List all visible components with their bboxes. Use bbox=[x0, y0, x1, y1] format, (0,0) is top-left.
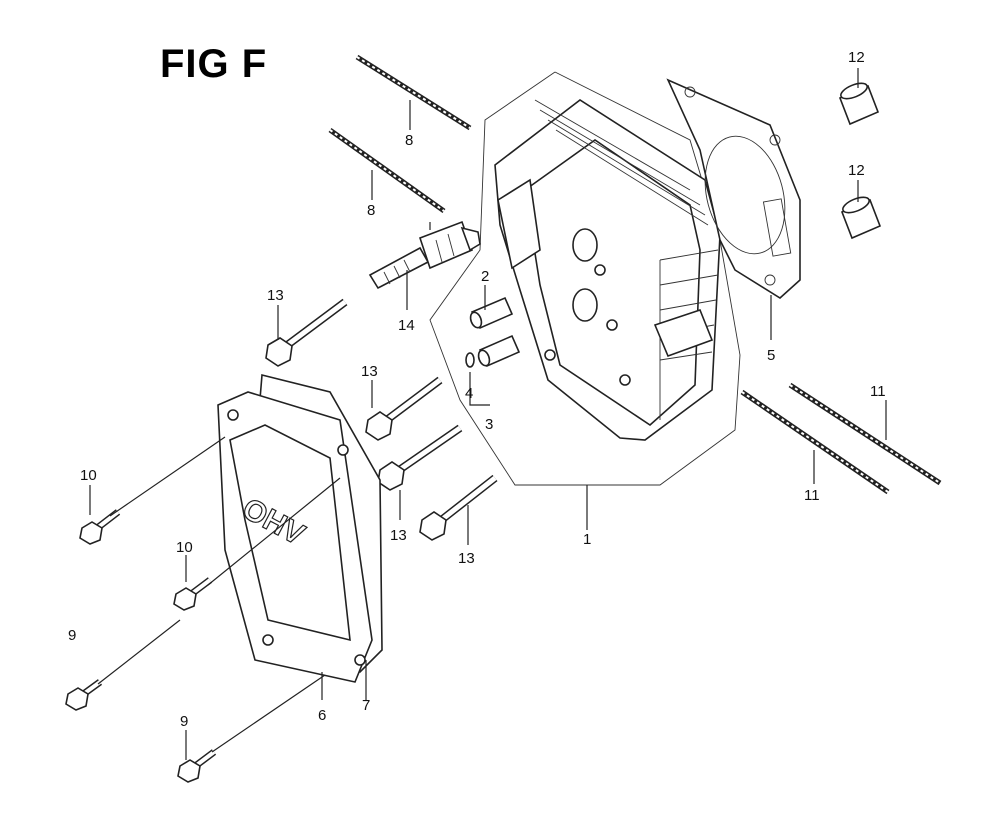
callout-labels: 1 2 3 4 5 6 7 8 8 9 9 10 10 11 11 12 12 … bbox=[68, 49, 886, 730]
callout-1: 1 bbox=[583, 531, 591, 548]
bolt-13-d bbox=[419, 474, 498, 541]
spark-plug-14 bbox=[368, 220, 481, 290]
callout-9-lower: 9 bbox=[180, 713, 188, 730]
callout-13-c: 13 bbox=[390, 527, 407, 544]
callout-9-upper: 9 bbox=[68, 627, 76, 644]
bolt-9-upper bbox=[65, 679, 103, 711]
callout-8-upper: 8 bbox=[405, 132, 413, 149]
callout-13-d: 13 bbox=[458, 550, 475, 567]
stud-8-upper bbox=[355, 54, 472, 131]
callout-14: 14 bbox=[398, 317, 415, 334]
callout-10-upper: 10 bbox=[80, 467, 97, 484]
dowel-pin-12-lower bbox=[840, 196, 882, 240]
stud-11-lower bbox=[740, 389, 890, 495]
callout-7: 7 bbox=[362, 697, 370, 714]
dowel-pin-12-upper bbox=[838, 82, 880, 126]
callout-4: 4 bbox=[465, 385, 473, 402]
bolt-13-c bbox=[377, 424, 463, 491]
bolt-9-lower bbox=[177, 749, 217, 783]
callout-3: 3 bbox=[485, 416, 493, 433]
figure-title: FIG F bbox=[160, 42, 268, 86]
stud-8-lower bbox=[328, 127, 446, 214]
stud-11-upper bbox=[788, 382, 942, 486]
callout-11-upper: 11 bbox=[870, 383, 886, 400]
callout-13-a: 13 bbox=[267, 287, 284, 304]
cylinder-head-1 bbox=[494, 99, 721, 441]
head-gasket-5 bbox=[666, 78, 801, 299]
callout-11-lower: 11 bbox=[804, 487, 820, 504]
o-ring-4 bbox=[465, 352, 475, 368]
callout-8-lower: 8 bbox=[367, 202, 375, 219]
bolt-13-b bbox=[365, 376, 443, 441]
callout-12-lower: 12 bbox=[848, 162, 865, 179]
bolt-10-lower bbox=[173, 577, 213, 611]
callout-13-b: 13 bbox=[361, 363, 378, 380]
callout-12-upper: 12 bbox=[848, 49, 865, 66]
bolt-13-a bbox=[265, 298, 348, 367]
valve-cover-6: OHV bbox=[217, 391, 373, 683]
callout-10-lower: 10 bbox=[176, 539, 193, 556]
leader-lines bbox=[89, 68, 887, 760]
callout-6: 6 bbox=[318, 707, 326, 724]
dowel-pin-2 bbox=[469, 296, 514, 330]
callout-2: 2 bbox=[481, 268, 489, 285]
bolt-10-upper bbox=[79, 509, 121, 545]
callout-5: 5 bbox=[767, 347, 775, 364]
dowel-pin-3 bbox=[477, 334, 521, 368]
